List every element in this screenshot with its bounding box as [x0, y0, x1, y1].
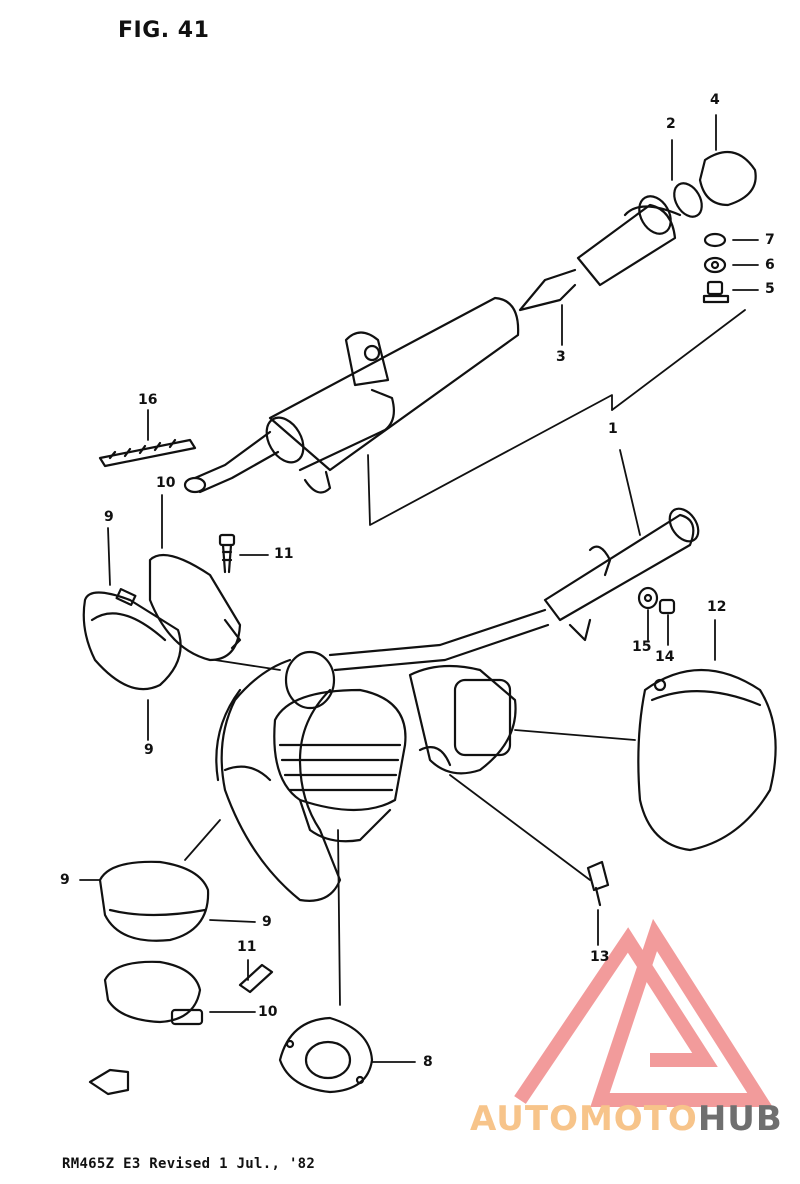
- callout-10b: 10: [258, 1004, 278, 1020]
- callout-7: 7: [765, 232, 775, 248]
- callout-4: 4: [710, 92, 720, 108]
- stud-13: [586, 860, 610, 907]
- tail-pipe: [518, 150, 757, 312]
- callout-13: 13: [590, 949, 610, 965]
- front-pipe: [328, 507, 700, 672]
- callout-11a: 11: [274, 546, 294, 562]
- watermark-text: AUTOMOTOHUB: [470, 1102, 783, 1136]
- callout-1: 1: [608, 421, 618, 437]
- lower-clamps: [98, 860, 210, 1026]
- callout-14: 14: [655, 649, 675, 665]
- callout-9d: 9: [262, 914, 272, 930]
- callout-12: 12: [707, 599, 727, 615]
- bolt-11-lower: [238, 963, 274, 994]
- callout-3: 3: [556, 349, 566, 365]
- washer-nut-bolt: [702, 232, 730, 304]
- callout-8: 8: [423, 1054, 433, 1070]
- callout-11b: 11: [237, 939, 257, 955]
- spring-part: [98, 438, 197, 468]
- callout-9a: 9: [104, 509, 114, 525]
- callout-2: 2: [666, 116, 676, 132]
- direction-arrow: [88, 1068, 130, 1096]
- bolt-11: [218, 533, 236, 574]
- washer-collar: [637, 586, 676, 615]
- revision-footer: RM465Z E3 Revised 1 Jul., '82: [62, 1156, 316, 1172]
- engine-cylinder: [273, 664, 517, 843]
- callout-9b: 9: [144, 742, 154, 758]
- callout-9c: 9: [60, 872, 70, 888]
- exhaust-flange: [278, 1016, 374, 1094]
- callout-16: 16: [138, 392, 158, 408]
- watermark-text-secondary: HUB: [697, 1099, 783, 1139]
- callout-5: 5: [765, 281, 775, 297]
- heat-guard: [637, 668, 777, 852]
- callout-15: 15: [632, 639, 652, 655]
- upper-clamps: [82, 553, 242, 691]
- watermark-text-primary: AUTOMOTO: [470, 1099, 698, 1139]
- leader-lines: [79, 114, 759, 1063]
- silencer-body: [183, 296, 520, 494]
- figure-title: FIG. 41: [118, 18, 210, 43]
- callout-6: 6: [765, 257, 775, 273]
- callout-10a: 10: [156, 475, 176, 491]
- expansion-chamber: [215, 650, 342, 902]
- watermark-logo: [514, 918, 773, 1107]
